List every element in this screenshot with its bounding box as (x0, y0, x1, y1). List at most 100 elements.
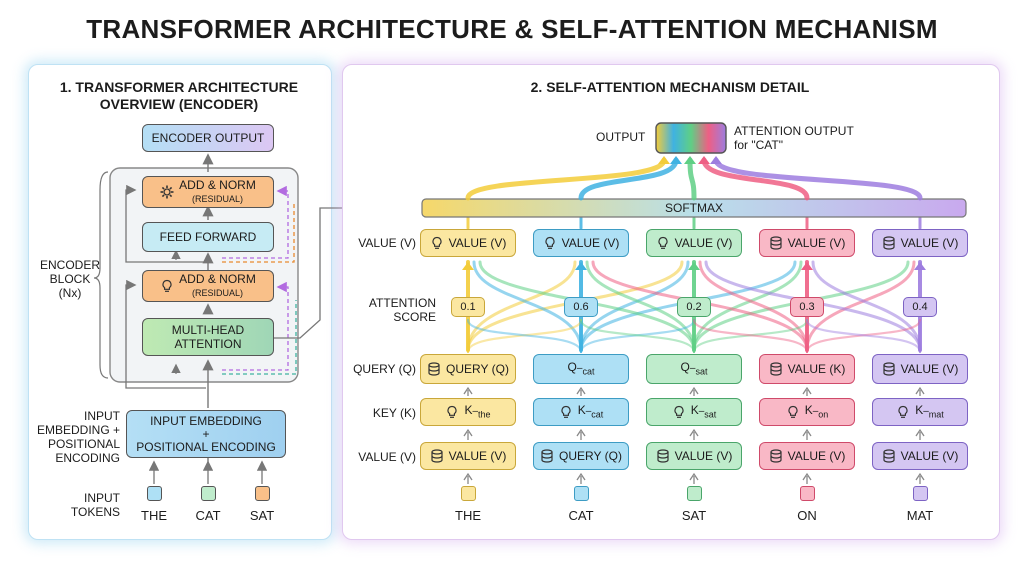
qk-flow-3-4 (805, 318, 922, 354)
encoder-block-label: ENCODER BLOCK (Nx) (38, 258, 102, 300)
qk-flow-2-3 (692, 318, 809, 354)
database-icon (769, 449, 783, 463)
attention-score-the: 0.1 (451, 297, 485, 317)
value-node-top-cat-text: VALUE (V) (561, 236, 620, 250)
key-node-sat-dash: – (698, 405, 705, 417)
attention-panel-title: 2. SELF-ATTENTION MECHANISM DETAIL (530, 79, 810, 95)
encoder-block-line3: (Nx) (58, 286, 82, 300)
key-node-on-text: K (804, 402, 813, 417)
encoder-block-line2: BLOCK (49, 272, 91, 286)
stack-arrow-2-1 (689, 428, 699, 440)
value-node-top-the-label: VALUE (V) (449, 236, 507, 250)
stack-arrow-4-1 (915, 428, 925, 440)
value-node-bottom-cat-label: QUERY (Q) (559, 449, 622, 463)
softmax-to-output-1-arrowhead (670, 156, 682, 164)
key-node-on-dash: – (812, 405, 819, 417)
stack-arrow-2-2 (689, 386, 699, 396)
lightbulb-icon (672, 405, 686, 419)
attention-token-cat: CAT (568, 508, 594, 523)
qk-flow-2-1 (579, 318, 696, 354)
stack-arrow-1-1 (576, 428, 586, 440)
key-node-mat-label: K–mat (915, 403, 944, 421)
softmax-to-output-3 (701, 157, 810, 201)
query-node-the-text: QUERY (Q) (446, 362, 509, 376)
attention-score-line1: ATTENTION (368, 296, 436, 310)
stack-arrow-2-0 (689, 472, 699, 484)
attention-token-mat: MAT (906, 508, 934, 523)
input-embedding-label: INPUT EMBEDDING + POSITIONAL ENCODING (36, 409, 120, 465)
token-square-the (461, 486, 476, 501)
key-node-the: K–the (420, 398, 516, 426)
score-flow-4-3 (811, 260, 922, 352)
database-icon (769, 362, 783, 376)
add-norm-top-node: ADD & NORM(RESIDUAL) (142, 176, 274, 208)
stack-arrow-1-2 (576, 386, 586, 396)
embedding-line3: POSITIONAL ENCODING (136, 439, 276, 454)
key-node-mat-subscript: mat (928, 409, 944, 420)
value-node-bottom-on-label: VALUE (V) (788, 449, 846, 463)
input-label-line2: EMBEDDING + (36, 423, 120, 437)
lightbulb-icon (445, 405, 459, 419)
token-square-the (147, 486, 162, 501)
query-node-cat-dash: – (576, 362, 583, 374)
attention-token-the: THE (455, 508, 481, 523)
key-node-mat-dash: – (923, 405, 929, 417)
query-node-sat-dash: – (689, 362, 696, 374)
score-flow-1-0 (472, 260, 583, 352)
key-node-cat-text: K (577, 402, 586, 417)
softmax-to-output-0-arrowhead (658, 156, 670, 164)
qk-flow-1-2 (579, 318, 696, 354)
output-label: OUTPUT (596, 130, 646, 144)
score-flow-2-2-arrowhead (688, 262, 700, 270)
stack-arrow-3-1 (802, 428, 812, 440)
encoder-output-node: ENCODER OUTPUT (142, 124, 274, 152)
value-node-bottom-cat: QUERY (Q) (533, 442, 629, 470)
embedding-line2: + (202, 426, 210, 441)
value-node-top-sat: VALUE (V) (646, 229, 742, 257)
value-node-top-sat-text: VALUE (V) (674, 236, 733, 250)
key-node-sat-text: K (690, 402, 699, 417)
encoder-panel-title: 1. TRANSFORMER ARCHITECTURE OVERVIEW (EN… (40, 79, 318, 113)
query-node-cat: Q–cat (533, 354, 629, 384)
multi-head-label-line2: ATTENTION (174, 337, 242, 351)
qk-flow-0-1 (466, 318, 583, 354)
encoder-block-line1: ENCODER (39, 258, 100, 272)
value-node-bottom-on-text: VALUE (V) (787, 449, 846, 463)
score-flow-4-4-arrowhead (914, 262, 926, 270)
database-icon (882, 449, 896, 463)
value-node-top-mat-text: VALUE (V) (900, 236, 959, 250)
output-desc-line1: ATTENTION OUTPUT (734, 124, 854, 138)
key-node-sat: K–sat (646, 398, 742, 426)
key-node-the-subscript: the (478, 409, 491, 420)
softmax-to-output-2-arrowhead (684, 156, 696, 164)
database-icon (769, 236, 783, 250)
key-node-the-label: K–the (464, 403, 490, 421)
input-embedding-node: INPUT EMBEDDING+POSITIONAL ENCODING (126, 410, 286, 458)
value-node-top-the: VALUE (V) (420, 229, 516, 257)
key-node-on-subscript: on (818, 409, 829, 420)
database-icon (882, 362, 896, 376)
qk-flow-3-2 (692, 318, 809, 354)
token-square-sat (687, 486, 702, 501)
add-norm-top-label: ADD & NORM (179, 178, 256, 192)
value-node-top-cat-label: VALUE (V) (562, 236, 620, 250)
key-node-sat-label: K–sat (691, 403, 717, 421)
key-node-on-label: K–on (805, 403, 829, 421)
token-square-sat (255, 486, 270, 501)
value-node-top-sat-label: VALUE (V) (675, 236, 733, 250)
score-flow-1-2 (579, 260, 690, 352)
key-row-label: KEY (K) (372, 406, 416, 420)
attention-score-line2: SCORE (393, 310, 436, 324)
database-icon (540, 449, 554, 463)
stack-arrow-0-2 (463, 386, 473, 396)
softmax-to-output-0 (465, 157, 667, 201)
score-flow-0-1 (466, 260, 577, 352)
query-node-on: VALUE (K) (759, 354, 855, 384)
gear-icon (160, 185, 174, 199)
value-node-top-on-text: VALUE (V) (787, 236, 846, 250)
query-node-the: QUERY (Q) (420, 354, 516, 384)
encoder-title-line2: OVERVIEW (ENCODER) (99, 96, 259, 112)
score-flow-3-3-arrowhead (801, 262, 813, 270)
value-node-bottom-the: VALUE (V) (420, 442, 516, 470)
value-node-top-on-label: VALUE (V) (788, 236, 846, 250)
